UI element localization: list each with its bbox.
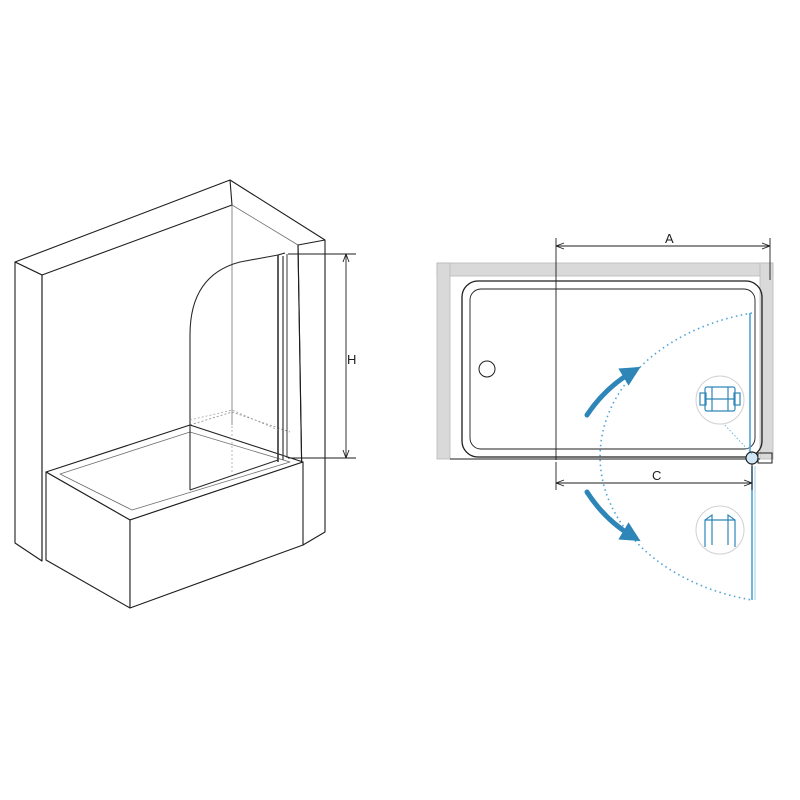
profile-detail-bottom bbox=[695, 505, 745, 555]
bathtub bbox=[45, 411, 304, 609]
height-label: H bbox=[347, 352, 357, 367]
plan-walls bbox=[436, 262, 774, 460]
width-dimension-a bbox=[555, 238, 771, 460]
perspective-view bbox=[14, 179, 356, 609]
profile-detail-top bbox=[695, 375, 753, 455]
width-label: A bbox=[665, 231, 674, 246]
drain-icon bbox=[478, 360, 496, 378]
left-wall bbox=[14, 179, 233, 562]
panel-dimension-c bbox=[555, 462, 753, 490]
plan-view bbox=[436, 238, 774, 601]
panel-width-label: C bbox=[652, 468, 662, 483]
plan-bathtub bbox=[461, 280, 763, 458]
height-dimension bbox=[288, 253, 356, 459]
rotation-arrows bbox=[584, 366, 641, 542]
rotate-down-arrow-icon bbox=[584, 489, 641, 542]
rotate-up-arrow-icon bbox=[584, 366, 641, 418]
glass-screen bbox=[189, 252, 288, 491]
